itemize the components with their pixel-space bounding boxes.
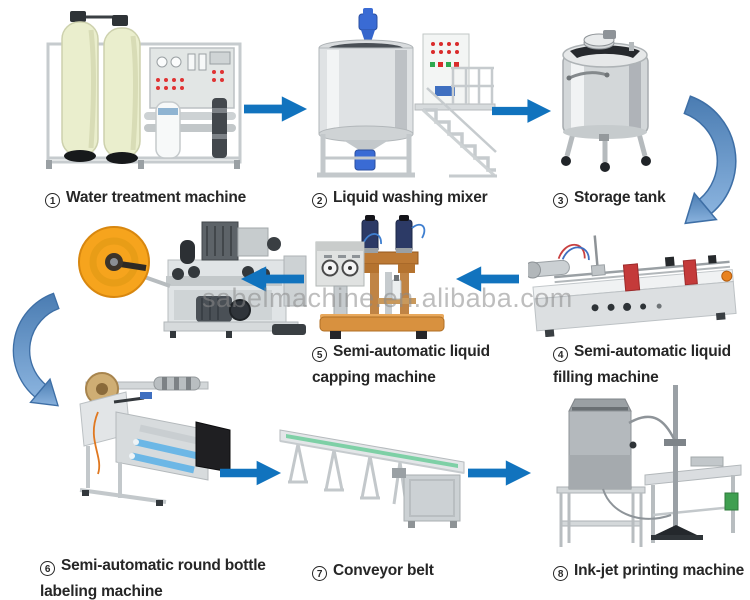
caption-text-line2: labeling machine: [40, 583, 163, 600]
conveyor-belt-image: [279, 429, 465, 528]
labeling-machine-top-image: [78, 221, 307, 338]
curved-arrow-row2-to-row3-icon: [12, 292, 60, 407]
caption-text: Storage tank: [574, 189, 666, 206]
caption-labeling-machine: 6 Semi-automatic round bottle labeling ma…: [40, 553, 266, 600]
caption-text: Water treatment machine: [66, 189, 247, 206]
curved-arrow-row1-to-row2-icon: [683, 95, 737, 225]
storage-tank-image: [561, 30, 651, 172]
flow-arrow-5-to-6-icon: [240, 266, 304, 292]
caption-text: Semi-automatic liquid: [333, 343, 490, 360]
caption-text: Ink-jet printing machine: [574, 562, 745, 579]
caption-text: Semi-automatic liquid: [574, 343, 731, 360]
filling-machine-image: [528, 235, 737, 337]
flow-arrow-1-to-2-icon: [244, 96, 308, 122]
step-number-7: 7: [312, 566, 327, 581]
round-bottle-labeling-machine-image: [79, 372, 231, 506]
caption-text-line2: capping machine: [312, 369, 436, 386]
flow-arrow-4-to-5-icon: [455, 266, 519, 292]
caption-text: Liquid washing mixer: [333, 189, 488, 206]
flow-arrow-7-to-8-icon: [468, 460, 532, 486]
caption-filling-machine: 4 Semi-automatic liquid filling machine: [553, 339, 731, 391]
caption-inkjet-printing-machine: 8 Ink-jet printing machine: [553, 558, 744, 584]
caption-conveyor-belt: 7 Conveyor belt: [312, 558, 434, 584]
capping-machine-image: [315, 215, 445, 339]
flow-arrow-2-to-3-icon: [492, 99, 552, 123]
inkjet-printing-machine-image: [556, 385, 742, 547]
flow-arrow-6-to-7-icon: [220, 460, 282, 486]
caption-text: Semi-automatic round bottle: [61, 557, 266, 574]
step-number-2: 2: [312, 193, 327, 208]
step-number-1: 1: [45, 193, 60, 208]
step-number-5: 5: [312, 347, 327, 362]
step-number-3: 3: [553, 193, 568, 208]
caption-text-line2: filling machine: [553, 369, 659, 386]
caption-water-treatment-machine: 1 Water treatment machine: [45, 185, 246, 211]
step-number-4: 4: [553, 347, 568, 362]
caption-storage-tank: 3 Storage tank: [553, 185, 666, 211]
water-treatment-machine-image: [46, 11, 242, 169]
step-number-8: 8: [553, 566, 568, 581]
step-number-6: 6: [40, 561, 55, 576]
caption-liquid-washing-mixer: 2 Liquid washing mixer: [312, 185, 488, 211]
caption-text: Conveyor belt: [333, 562, 434, 579]
watermark-text: sabelmachine.en.alibaba.com: [202, 283, 573, 313]
liquid-washing-mixer-image: [317, 8, 497, 178]
caption-capping-machine: 5 Semi-automatic liquid capping machine: [312, 339, 490, 391]
